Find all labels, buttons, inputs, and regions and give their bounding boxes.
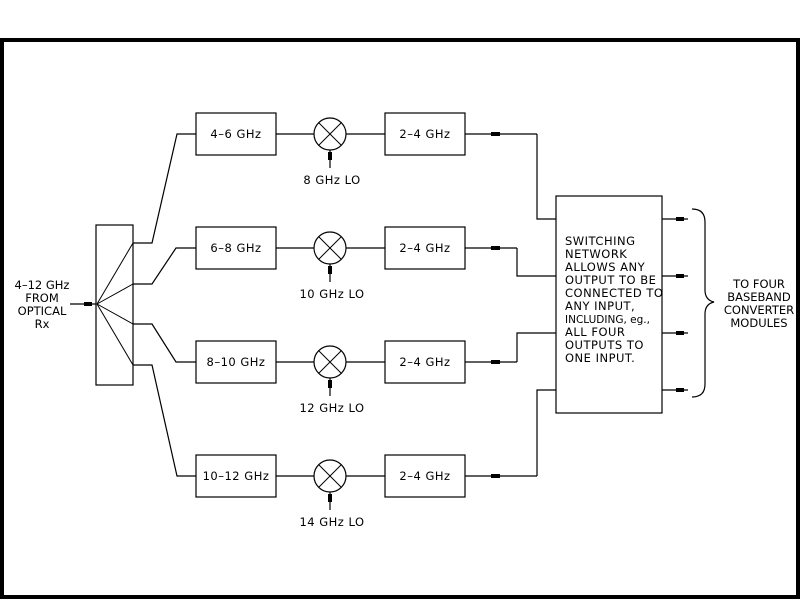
rf-filter-label: 6–8 GHz: [210, 241, 261, 255]
output-label: TO FOUR BASEBAND CONVERTER MODULES: [724, 277, 794, 330]
switching-network: [555, 195, 663, 414]
switch-text-line: ANY INPUT,: [565, 299, 635, 313]
switch-text-line: SWITCHING: [565, 234, 636, 248]
arrow-icon: [676, 217, 684, 221]
output-label-line: MODULES: [730, 316, 787, 330]
input-label-line: FROM: [25, 291, 59, 305]
lo-label: 8 GHz LO: [303, 173, 360, 187]
input-label-line: Rx: [35, 317, 50, 331]
if-filter-label: 2–4 GHz: [399, 127, 450, 141]
arrow-icon: [676, 388, 684, 392]
lo-label: 12 GHz LO: [299, 401, 364, 415]
output-label-line: TO FOUR: [732, 277, 785, 291]
switch-output: [662, 331, 688, 335]
arrow-icon: [676, 274, 684, 278]
brace-icon: [691, 208, 715, 398]
mixer-icon: [313, 231, 347, 265]
if-filter-label: 2–4 GHz: [399, 241, 450, 255]
switch-text-line: CONNECTED TO: [565, 286, 663, 300]
arrow-icon: [491, 360, 500, 364]
mixer-icon: [313, 345, 347, 379]
if-filter-label: 2–4 GHz: [399, 355, 450, 369]
switch-output: [662, 217, 688, 221]
splitter-routes: [133, 133, 196, 477]
mixer-icon: [313, 459, 347, 493]
switch-text-line: ONE INPUT.: [565, 351, 635, 365]
arrow-icon: [328, 152, 332, 160]
switch-output: [662, 274, 688, 278]
output-label-line: CONVERTER: [724, 303, 794, 317]
channel-row: 8–10 GHz 12 GHz LO 2–4 GHz: [195, 340, 517, 415]
arrow-icon: [328, 266, 332, 274]
input-label-line: OPTICAL: [18, 304, 67, 318]
frame-border: [0, 38, 800, 599]
input-label: 4–12 GHz FROM OPTICAL Rx: [15, 278, 70, 331]
switch-text-line: OUTPUT TO BE: [565, 273, 656, 287]
switch-text-line: INCLUDING, eg.,: [565, 314, 650, 326]
arrow-icon: [328, 380, 332, 388]
if-filter-label: 2–4 GHz: [399, 469, 450, 483]
arrow-icon: [491, 132, 500, 136]
switching-network-text: SWITCHING NETWORK ALLOWS ANY OUTPUT TO B…: [565, 234, 663, 365]
lo-label: 10 GHz LO: [299, 287, 364, 301]
arrow-icon: [491, 246, 500, 250]
rf-filter-label: 4–6 GHz: [210, 127, 261, 141]
switch-text-line: ALL FOUR: [565, 325, 625, 339]
mixer-icon: [313, 117, 347, 151]
channel-row: 4–6 GHz 8 GHz LO 2–4 GHz: [195, 112, 537, 187]
rf-filter-label: 8–10 GHz: [207, 355, 266, 369]
channel-row: 10–12 GHz 14 GHz LO 2–4 GHz: [195, 454, 537, 529]
rf-filter-label: 10–12 GHz: [203, 469, 270, 483]
arrow-icon: [676, 331, 684, 335]
output-label-line: BASEBAND: [727, 290, 791, 304]
switch-output: [662, 388, 688, 392]
switch-input-routes: [516, 134, 556, 476]
channel-row: 6–8 GHz 10 GHz LO 2–4 GHz: [195, 226, 517, 301]
switch-text-line: ALLOWS ANY: [565, 260, 646, 274]
lo-label: 14 GHz LO: [299, 515, 364, 529]
arrow-icon: [84, 302, 92, 306]
splitter-fan-lines: [96, 242, 134, 366]
arrow-icon: [491, 474, 500, 478]
switch-text-line: NETWORK: [565, 247, 627, 261]
input-label-line: 4–12 GHz: [15, 278, 70, 292]
switch-text-line: OUTPUTS TO: [565, 338, 644, 352]
power-splitter: [95, 224, 134, 386]
arrow-icon: [328, 494, 332, 502]
